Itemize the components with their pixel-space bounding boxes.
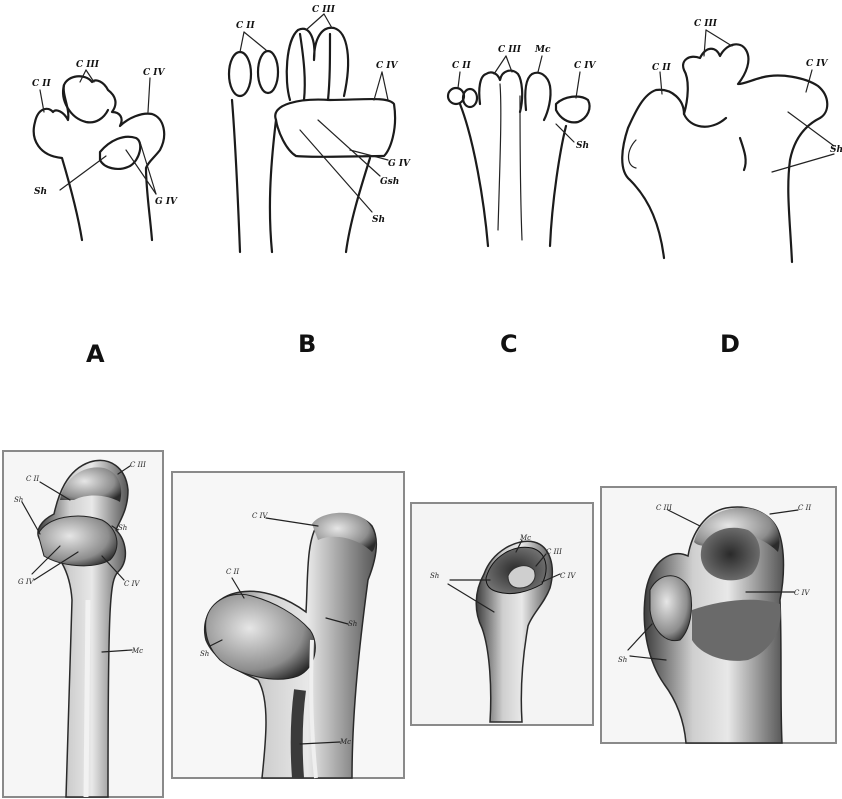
photo-4: C III C II C IV Sh <box>601 487 836 743</box>
panel-letter-c: C <box>500 330 518 358</box>
photo-1: C III C II Sh Sh G IV C IV Mc <box>3 451 163 797</box>
photo-2-label-sh-right: Sh <box>348 620 357 628</box>
photo-2-label-c4-top: C IV <box>252 512 268 520</box>
sketch-d-label-c4: C IV <box>806 59 829 69</box>
sketch-a-label-c4: C IV <box>143 68 166 78</box>
photo-4-label-sh: Sh <box>618 656 627 664</box>
sketch-b-label-c2: C II <box>236 21 256 31</box>
photo-2-label-sh-left: Sh <box>200 650 209 658</box>
photo-2-label-c2: C II <box>226 568 239 576</box>
photo-1-label-c4: C IV <box>124 580 140 588</box>
sketch-d-label-sh: Sh <box>830 145 842 155</box>
panel-letter-a: A <box>86 340 105 368</box>
sketch-b: C II C III C IV G IV Gsh Sh B <box>229 5 411 358</box>
photo-1-label-c2: C II <box>26 475 39 483</box>
sketch-c-label-c3: C III <box>498 45 522 55</box>
photo-1-label-sh-right: Sh <box>118 524 127 532</box>
photo-3-label-c3: C III <box>546 548 562 556</box>
sketch-d-label-c2: C II <box>652 63 672 73</box>
sketch-c-label-c4: C IV <box>574 61 597 71</box>
photo-2: C IV C II Sh Sh Mc <box>172 472 404 778</box>
sketch-b-label-c4: C IV <box>376 61 399 71</box>
sketch-a: C II C III C IV Sh G IV A <box>32 60 178 368</box>
photo-1-label-sh-left: Sh <box>14 496 23 504</box>
photo-3: Mc C III Sh C IV <box>411 503 593 725</box>
sketch-c-label-mc: Mc <box>534 45 551 55</box>
sketch-b-label-sh: Sh <box>372 215 385 225</box>
panel-letter-b: B <box>298 330 316 358</box>
photo-1-label-c3: C III <box>130 461 146 469</box>
sketch-b-label-g4: G IV <box>388 159 411 169</box>
sketch-c-label-c2: C II <box>452 61 472 71</box>
panel-letter-d: D <box>720 330 740 358</box>
photo-1-label-g4: G IV <box>18 578 35 586</box>
sketch-a-label-sh: Sh <box>34 187 47 197</box>
sketch-d-label-c3: C III <box>694 19 718 29</box>
sketch-d: C II C III C IV Sh D <box>622 19 842 358</box>
photo-2-label-mc: Mc <box>339 738 351 746</box>
photo-3-label-c4: C IV <box>560 572 576 580</box>
sketch-c: C II C III Mc C IV Sh C <box>448 45 597 358</box>
photo-3-label-sh: Sh <box>430 572 439 580</box>
sketch-b-label-gsh: Gsh <box>380 177 399 187</box>
sketch-b-label-c3: C III <box>312 5 336 15</box>
sketch-a-label-g4: G IV <box>155 197 178 207</box>
photo-4-label-c2: C II <box>798 504 811 512</box>
sketch-c-label-sh: Sh <box>576 141 589 151</box>
photo-4-label-c4: C IV <box>794 589 810 597</box>
sketch-a-label-c2: C II <box>32 79 52 89</box>
photo-3-label-mc: Mc <box>519 534 531 542</box>
sketch-a-label-c3: C III <box>76 60 100 70</box>
photo-1-label-mc: Mc <box>131 647 143 655</box>
photo-4-label-c3: C III <box>656 504 672 512</box>
